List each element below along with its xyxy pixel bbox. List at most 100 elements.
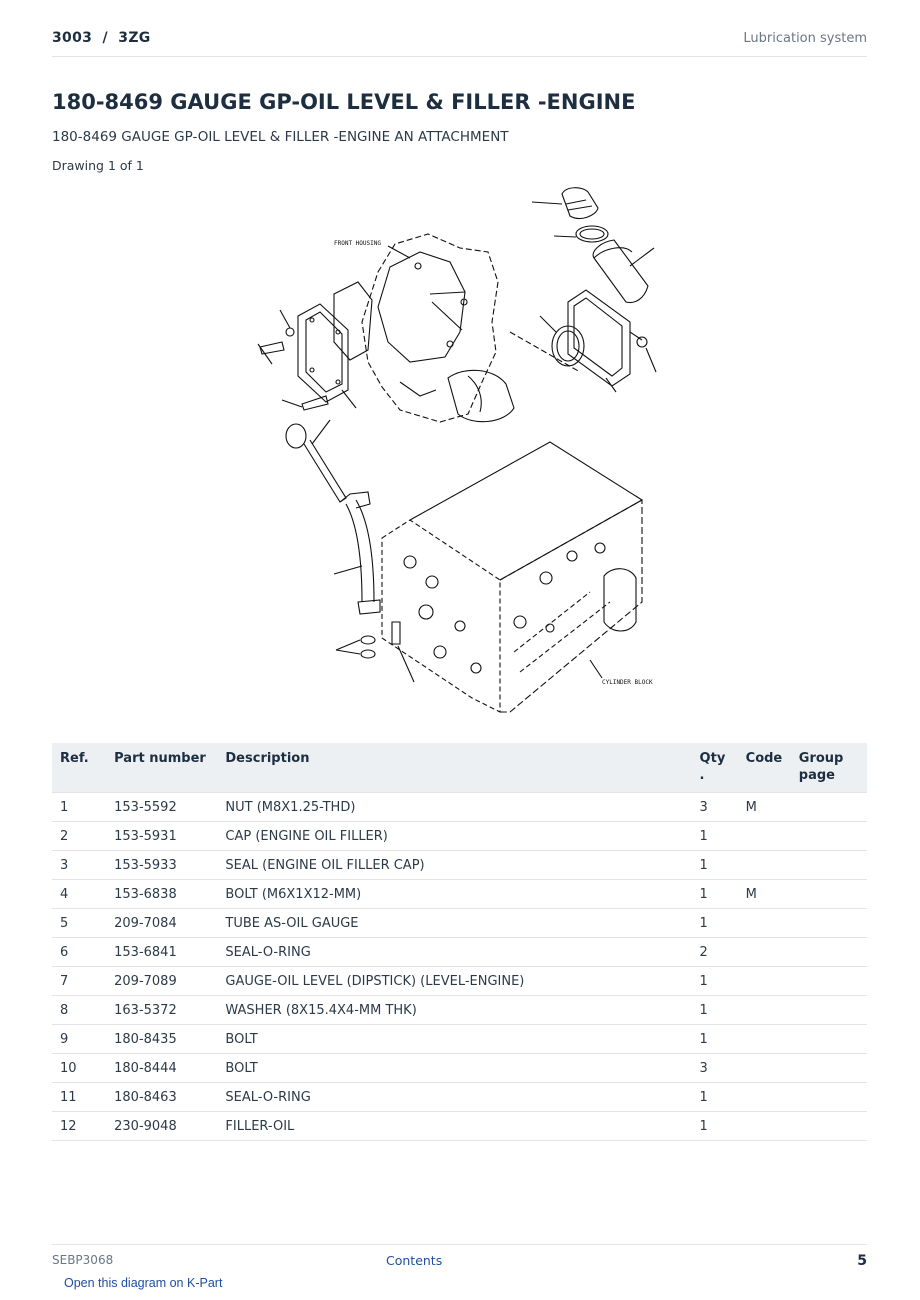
cell-code [737,821,791,851]
col-ref: Ref. [52,743,107,793]
parts-table: Ref. Part number Description Qty . Code … [52,743,867,1141]
document-code: SEBP3068 [52,1253,114,1267]
cell-desc: BOLT (M6X1X12-MM) [217,879,692,909]
model-code: 3003 / 3ZG [52,30,151,46]
cell-desc: GAUGE-OIL LEVEL (DIPSTICK) (LEVEL-ENGINE… [217,966,692,996]
filler-cap [531,187,609,243]
cell-qty: 1 [691,908,738,938]
cell-qty: 1 [691,879,738,909]
cell-qty: 1 [691,1111,738,1141]
cell-code [737,1111,791,1141]
cell-group [790,966,867,996]
cell-part: 230-9048 [106,1111,218,1141]
col-code: Code [737,743,791,793]
page-subtitle: 180-8469 GAUGE GP-OIL LEVEL & FILLER -EN… [52,129,509,145]
cell-desc: WASHER (8X15.4X4-MM THK) [217,995,692,1025]
cylinder-block-label: CYLINDER BLOCK [602,679,653,686]
right-adapter-plate [509,239,657,393]
cell-code [737,995,791,1025]
front-housing-label: FRONT HOUSING [334,240,381,247]
left-cover-plate [257,303,357,411]
cell-code [737,1053,791,1083]
cell-group [790,1111,867,1141]
cell-desc: SEAL-O-RING [217,937,692,967]
cell-desc: FILLER-OIL [217,1111,692,1141]
cell-desc: TUBE AS-OIL GAUGE [217,908,692,938]
cell-desc: CAP (ENGINE OIL FILLER) [217,821,692,851]
front-housing-drawing [333,233,515,423]
cell-group [790,792,867,822]
cell-part: 180-8444 [106,1053,218,1083]
cell-group [790,1024,867,1054]
cell-qty: 1 [691,821,738,851]
cell-qty: 1 [691,1082,738,1112]
cell-ref: 8 [52,995,107,1025]
cell-group [790,821,867,851]
cell-desc: SEAL-O-RING [217,1082,692,1112]
cell-code [737,937,791,967]
cell-desc: NUT (M8X1.25-THD) [217,792,692,822]
cell-ref: 3 [52,850,107,880]
cell-part: 153-6841 [106,937,218,967]
cell-part: 180-8435 [106,1024,218,1054]
cell-code [737,908,791,938]
cell-ref: 11 [52,1082,107,1112]
page-number: 5 [857,1253,867,1269]
drawing-count: Drawing 1 of 1 [52,158,144,173]
col-group-page: Group page [790,743,867,793]
cell-ref: 2 [52,821,107,851]
cell-group [790,879,867,909]
cell-group [790,850,867,880]
col-part-number: Part number [106,743,218,793]
cell-group [790,1053,867,1083]
contents-link[interactable]: Contents [386,1253,443,1268]
cell-desc: BOLT [217,1053,692,1083]
cell-group [790,995,867,1025]
cell-code [737,1082,791,1112]
cell-part: 180-8463 [106,1082,218,1112]
cell-part: 153-5931 [106,821,218,851]
cell-part: 209-7084 [106,908,218,938]
cell-code: M [737,792,791,822]
kpart-diagram-link[interactable]: Open this diagram on K-Part [64,1276,223,1290]
cell-ref: 9 [52,1024,107,1054]
cell-desc: BOLT [217,1024,692,1054]
page-footer: SEBP3068 Contents 5 [52,1244,867,1275]
cell-desc: SEAL (ENGINE OIL FILLER CAP) [217,850,692,880]
cell-code [737,966,791,996]
cell-ref: 1 [52,792,107,822]
cell-ref: 10 [52,1053,107,1083]
cell-group [790,908,867,938]
cell-part: 163-5372 [106,995,218,1025]
col-description: Description [217,743,692,793]
cell-qty: 3 [691,1053,738,1083]
cell-part: 209-7089 [106,966,218,996]
cell-ref: 5 [52,908,107,938]
section-name: Lubrication system [743,31,867,46]
cell-ref: 4 [52,879,107,909]
cell-qty: 1 [691,1024,738,1054]
cell-qty: 2 [691,937,738,967]
cell-qty: 1 [691,966,738,996]
cell-qty: 3 [691,792,738,822]
cell-group [790,1082,867,1112]
cell-group [790,937,867,967]
cell-ref: 7 [52,966,107,996]
table-header-row: Ref. Part number Description Qty . Code … [52,743,867,793]
cylinder-block-drawing [381,441,643,713]
page-header: 3003 / 3ZG Lubrication system [52,28,867,57]
parts-diagram: FRONT HOUSING [257,187,657,713]
col-qty: Qty . [691,743,738,793]
